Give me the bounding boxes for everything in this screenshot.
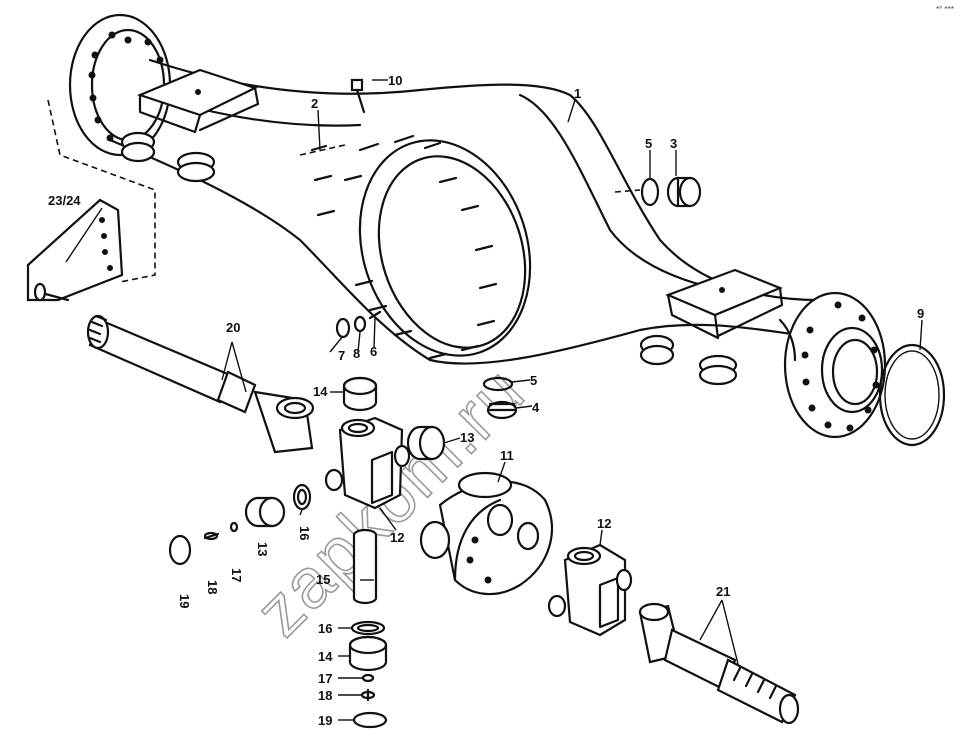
label-4: 4 <box>532 400 540 415</box>
label-1: 1 <box>574 86 581 101</box>
label-12-lower: 12 <box>597 516 611 531</box>
breather <box>666 176 702 208</box>
label-14-lower: 14 <box>318 649 333 664</box>
leader-lines <box>65 79 923 721</box>
washer-7 <box>335 317 351 339</box>
axle-housing <box>68 13 887 439</box>
label-21: 21 <box>716 584 730 599</box>
label-19-left: 19 <box>177 594 192 608</box>
label-17-left: 17 <box>229 568 244 582</box>
cross-12-lower <box>547 543 633 637</box>
label-8: 8 <box>353 346 360 361</box>
differential-case <box>419 471 553 596</box>
shim-18-left <box>203 531 220 541</box>
plug <box>486 400 518 420</box>
label-23-24: 23/24 <box>48 193 81 208</box>
label-17-lower: 17 <box>318 671 332 686</box>
pin-15 <box>352 528 378 605</box>
bearing-cap-14-top <box>342 376 378 412</box>
label-11: 11 <box>500 448 514 463</box>
bolt <box>350 78 366 114</box>
label-12-upper: 12 <box>390 530 404 545</box>
bracket-23-24 <box>26 198 124 302</box>
callout-labels: 1 2 3 4 5 5 6 7 8 9 10 11 12 12 13 13 14… <box>48 73 924 728</box>
o-ring <box>878 343 946 447</box>
label-13-upper: 13 <box>460 430 474 445</box>
ring-16-lower <box>350 620 386 636</box>
circlip-17-lower <box>361 673 375 683</box>
dashed-stud-row <box>299 144 346 156</box>
label-15: 15 <box>316 572 330 587</box>
snap-ring-19-lower <box>352 711 388 729</box>
label-7: 7 <box>338 348 345 363</box>
label-5-lower: 5 <box>530 373 537 388</box>
label-18-lower: 18 <box>318 688 332 703</box>
axle-shaft-21 <box>638 602 800 725</box>
shim-18-lower <box>360 688 376 702</box>
label-9: 9 <box>917 306 924 321</box>
bearing-13-left <box>244 496 286 528</box>
label-2: 2 <box>311 96 318 111</box>
label-10: 10 <box>388 73 402 88</box>
label-5-top: 5 <box>645 136 652 151</box>
lock-washer-8 <box>353 315 367 333</box>
label-13-left: 13 <box>255 542 270 556</box>
dashed-breather-line <box>614 189 641 193</box>
circlip-17-left <box>229 521 239 533</box>
washer-5-lower <box>482 376 514 392</box>
label-20: 20 <box>226 320 240 335</box>
corner-mark: *° *** <box>936 5 954 14</box>
bearing-13-upper <box>406 425 446 461</box>
bearing-cap-14-lower <box>348 635 388 672</box>
axle-shaft-20 <box>86 314 315 454</box>
nut-6 <box>368 310 382 320</box>
snap-ring-19-left <box>168 534 192 566</box>
cross-12-upper <box>324 416 411 510</box>
label-3: 3 <box>670 136 677 151</box>
dashed-bracket-guide <box>47 99 156 283</box>
label-16-left: 16 <box>297 526 312 540</box>
label-14-top: 14 <box>313 384 328 399</box>
label-16-lower: 16 <box>318 621 332 636</box>
washer-5-top <box>640 177 660 207</box>
label-18-left: 18 <box>205 580 220 594</box>
label-19-lower: 19 <box>318 713 332 728</box>
label-6: 6 <box>370 344 377 359</box>
ring-16-left <box>292 483 312 511</box>
